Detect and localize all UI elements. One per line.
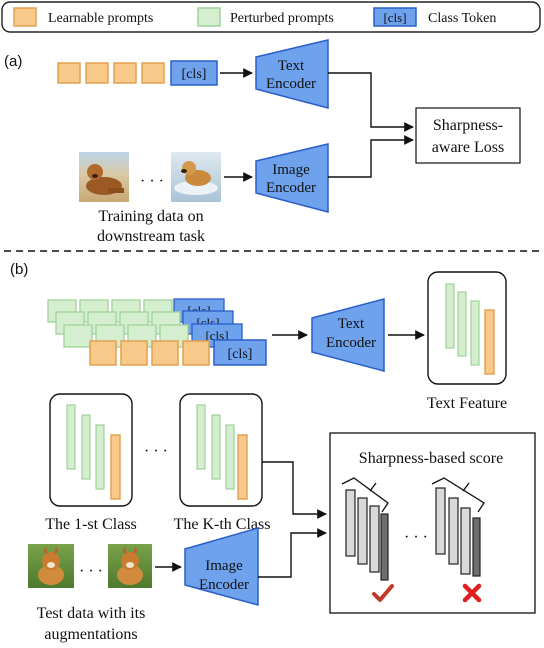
text-encoder-b-shape	[311, 298, 385, 372]
score-bar	[435, 487, 446, 555]
text-encoder-a: Text Encoder	[255, 39, 329, 109]
learnable-prompt-row: [cls]	[57, 60, 218, 86]
class-1-bar	[95, 424, 105, 490]
class-k-bar-learnable	[237, 434, 248, 500]
class-1-box	[49, 393, 133, 507]
feature-bar	[470, 300, 480, 366]
arrow-image-encoder-to-score	[258, 528, 327, 578]
cross-icon	[462, 583, 482, 603]
arrow-class-features-to-score	[262, 461, 327, 519]
perturbed-prompt-stack: [cls] [cls] [cls] [cls]	[47, 298, 267, 366]
training-caption-line1: Training data on	[98, 208, 203, 225]
test-images-ellipsis: · · ·	[79, 563, 103, 580]
learnable-prompt	[113, 62, 137, 84]
learnable-prompt	[85, 62, 109, 84]
learnable-prompt-front	[182, 340, 210, 366]
arrow-image-encoder-to-loss	[328, 135, 414, 178]
class-1-bar-learnable	[110, 434, 121, 500]
image-encoder-b-line2: Encoder	[199, 577, 249, 593]
text-encoder-b-line1: Text	[338, 316, 365, 332]
class-k-label: The K-th Class	[174, 516, 271, 533]
training-image-1	[79, 152, 129, 202]
training-image-2	[171, 152, 221, 202]
arrow-text-encoder-to-loss	[328, 72, 414, 132]
legend-perturbed-label: Perturbed prompts	[230, 11, 334, 26]
cls-token	[170, 60, 218, 86]
test-image-1	[28, 544, 74, 588]
loss-line2: aware Loss	[432, 139, 504, 156]
image-encoder-a-line1: Image	[272, 162, 310, 178]
cls-token-label: [cls]	[182, 67, 207, 82]
class-k-bar	[196, 404, 206, 470]
image-encoder-shape	[255, 143, 329, 213]
perturbed-swatch	[197, 7, 221, 27]
panel-a-label: (a)	[4, 53, 22, 70]
text-encoder-b-line2: Encoder	[326, 335, 376, 351]
image-encoder-a-line2: Encoder	[266, 180, 316, 196]
learnable-prompt	[141, 62, 165, 84]
panel-a: (a) [cls] Text Encoder · · ·	[4, 39, 521, 245]
legend-learnable-label: Learnable prompts	[48, 11, 153, 26]
feature-bar	[445, 283, 455, 349]
score-bar	[448, 497, 459, 565]
learnable-prompt-front	[89, 340, 117, 366]
test-image-2	[108, 544, 152, 588]
score-bar	[369, 505, 380, 573]
image-encoder-b: Image Encoder	[184, 527, 259, 606]
panel-b: (b) [cls] [cls] [cls]	[10, 261, 536, 643]
score-bar-dark	[380, 513, 389, 581]
text-encoder-b: Text Encoder	[311, 298, 385, 372]
score-bar	[357, 497, 368, 565]
text-encoder-a-line1: Text	[278, 58, 305, 74]
class-ellipsis: · · ·	[144, 443, 168, 460]
class-k-box	[179, 393, 263, 507]
score-ellipsis: · · ·	[404, 529, 428, 546]
feature-bar-learnable	[484, 309, 495, 375]
text-encoder-a-line2: Encoder	[266, 76, 316, 92]
cls-front-label: [cls]	[228, 347, 253, 362]
text-feature-box	[427, 271, 507, 385]
training-caption-line2: downstream task	[97, 228, 205, 245]
text-encoder-shape	[255, 39, 329, 109]
loss-line1: Sharpness-	[433, 117, 503, 134]
class-1-label: The 1-st Class	[45, 516, 137, 533]
sharpness-aware-loss-box: Sharpness- aware Loss	[415, 107, 521, 164]
legend-cls-label: Class Token	[428, 11, 496, 26]
score-title: Sharpness-based score	[359, 450, 503, 467]
training-images-ellipsis: · · ·	[140, 173, 164, 190]
panel-b-label: (b)	[10, 261, 28, 278]
cls-token-front	[213, 339, 267, 366]
score-bar-dark	[472, 517, 481, 577]
legend: Learnable prompts Perturbed prompts [cls…	[1, 1, 541, 33]
cls-swatch-label: [cls]	[383, 10, 406, 25]
learnable-prompt	[57, 62, 81, 84]
image-encoder-b-shape	[184, 527, 259, 606]
test-caption-line1: Test data with its	[37, 605, 146, 622]
score-bar	[345, 489, 356, 557]
image-encoder-b-line1: Image	[205, 558, 243, 574]
learnable-prompt-front	[151, 340, 179, 366]
class-k-bar	[225, 424, 235, 490]
image-encoder-a: Image Encoder	[255, 143, 329, 213]
check-icon	[372, 584, 394, 602]
text-feature-label: Text Feature	[427, 395, 507, 412]
learnable-swatch	[13, 7, 37, 27]
feature-bar	[457, 291, 467, 357]
cls-swatch	[373, 7, 417, 27]
learnable-prompt-front	[120, 340, 148, 366]
class-1-bar	[81, 414, 91, 480]
perturbed-prompt	[63, 324, 93, 348]
test-caption-line2: augmentations	[44, 626, 137, 643]
score-bar	[460, 507, 471, 575]
class-k-bar	[211, 414, 221, 480]
class-1-bar	[66, 404, 76, 470]
sharpness-score-box: Sharpness-based score · · ·	[329, 432, 536, 614]
